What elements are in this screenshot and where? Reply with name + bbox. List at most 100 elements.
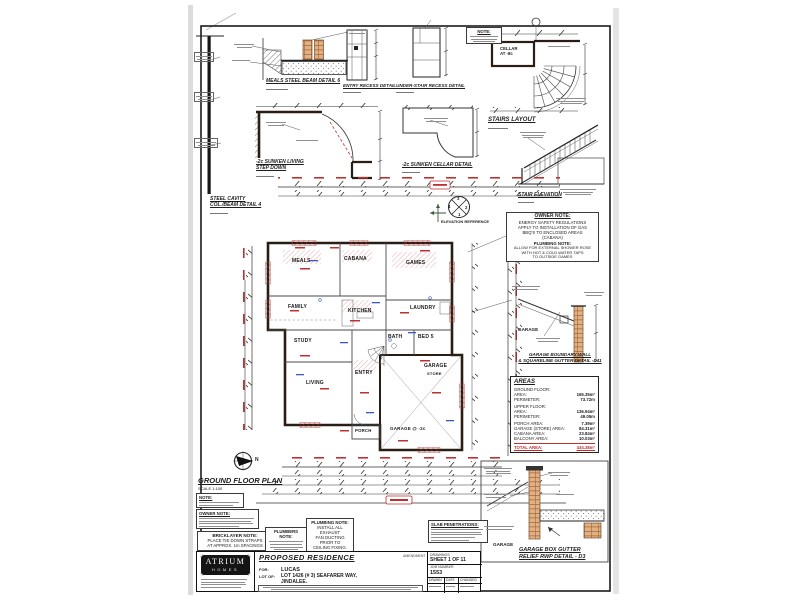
title-block-rule <box>427 564 482 565</box>
stairs-layout-title: STAIRS LAYOUT <box>488 117 536 123</box>
illegible-note-lines <box>268 540 304 551</box>
areas-label: AREA: <box>514 391 527 397</box>
elevation-ref-3: 3 <box>457 196 460 201</box>
illegible-note-lines <box>296 138 318 141</box>
plumbing-note-line: WITH HOT & COLD WATER TAPS <box>521 249 584 255</box>
steel-cavity-detail-title: STEEL CAVITY <box>210 196 246 202</box>
illegible-note-lines <box>199 517 256 528</box>
illegible-note-lines <box>234 42 254 48</box>
illegible-note-lines <box>232 58 250 61</box>
garage-gutter-title-2: RELIEF RWP DETAIL - D3 <box>519 554 586 560</box>
areas-value: 7.39m² <box>581 420 595 426</box>
illegible-note-lines <box>556 492 574 495</box>
garage-boundary-garage-label: GARAGE <box>518 327 539 332</box>
areas-title: AREAS <box>514 379 536 385</box>
plumbing-note-title: PLUMBING NOTE: <box>533 241 572 246</box>
illegible-note-lines <box>512 284 540 290</box>
areas-upper-heading: UPPER FLOOR: <box>514 403 546 409</box>
areas-value: 84.31m² <box>578 426 595 432</box>
garage-boundary-title: GARAGE BOUNDARY WALL <box>528 352 592 357</box>
owner-note-line: APPLY TO INSTALLATION OF GAS <box>517 224 587 230</box>
illegible-note-lines <box>199 501 241 506</box>
title-block-divider <box>427 552 428 591</box>
for-label: FOR: <box>259 567 269 572</box>
areas-label: PORCH AREA: <box>514 420 544 426</box>
illegible-note-lines <box>484 466 512 475</box>
illegible-note-lines <box>484 492 508 498</box>
room-label-bath: BATH <box>388 334 403 340</box>
entry-recess-detail-title: ENTRY RECESS DETAIL <box>343 83 397 88</box>
illegible-note-lines <box>484 524 514 530</box>
illegible-note-lines <box>469 35 499 43</box>
room-label-store: STORE <box>427 371 442 376</box>
title-block-divider <box>444 577 445 593</box>
areas-value: 136.94m² <box>576 408 595 414</box>
page-edge-left <box>188 5 193 595</box>
scale-note <box>396 91 414 93</box>
garage-boundary-title-2: & SQUARELINE GUTTER DETAIL -D11 <box>518 358 602 363</box>
title-block-rule <box>427 583 482 584</box>
room-label-living: LIVING <box>306 380 324 386</box>
plan-note-box: NOTE: <box>196 493 244 508</box>
plumbing-note-title: PLUMBING NOTE: <box>311 520 349 525</box>
areas-value: 23.84m² <box>578 431 595 437</box>
elevation-ref-2: 2 <box>465 205 468 210</box>
room-label-kitchen: KITCHEN <box>348 308 372 314</box>
owner-note-title: OWNER NOTE: <box>534 213 571 219</box>
plan-title: GROUND FLOOR PLAN <box>198 476 283 485</box>
under-stair-detail-title: UNDER-STAIR RECESS DETAIL <box>396 83 465 88</box>
slab-penetrations-box: SLAB PENETRATIONS: <box>428 520 488 544</box>
scale-note <box>518 201 534 203</box>
illegible-note-lines <box>429 584 443 587</box>
illegible-note-lines <box>584 290 604 296</box>
areas-total-label: TOTAL AREA: <box>514 445 543 451</box>
entry-recess-detail-linework <box>346 28 379 81</box>
elevation-ref-4: 4 <box>448 203 451 209</box>
floor-plan-linework <box>265 235 513 453</box>
plumbing-note-line: CEILING FIXING. <box>313 545 347 551</box>
areas-value: 73.72m <box>580 396 595 402</box>
north-arrow-icon <box>233 451 253 471</box>
sunken-cellar-linework <box>402 105 480 158</box>
room-label-garage-2c: GARAGE @ -2c <box>390 426 426 431</box>
room-label-cabana: CABANA <box>344 256 367 262</box>
areas-label: PERIMETER: <box>514 413 541 419</box>
job-number-label: JOB NUMBER <box>430 565 454 569</box>
col-changed-header: CHANGED <box>460 578 477 582</box>
fine-print-box <box>258 585 423 592</box>
illegible-note-lines <box>431 528 485 542</box>
plumbing-note-line: TO OUTSIDE GAMES <box>532 254 573 260</box>
col-date-header: DATE <box>446 578 455 582</box>
garage-gutter-title: GARAGE BOX GUTTER <box>519 547 581 553</box>
owner-note-line: (CABANA) <box>542 234 563 240</box>
logo-text-atrium: ATRIUM <box>205 557 246 566</box>
plan-scale: SCALE 1:100 <box>198 486 223 491</box>
cellar-level-label: AT -8c <box>500 51 513 56</box>
note-title: NOTE: <box>199 495 213 500</box>
illegible-note-lines <box>346 28 368 34</box>
title-block-divider <box>254 552 255 591</box>
room-label-garage: GARAGE <box>424 363 448 369</box>
elevation-ref-1: 1 <box>458 211 461 217</box>
owner-note-title: OWNER NOTE: <box>199 511 231 516</box>
room-label-entry: ENTRY <box>355 370 373 376</box>
owner-note-line: ENERGY SAFETY REGULATIONS <box>518 219 587 225</box>
scale-note <box>210 212 228 214</box>
room-label-study: STUDY <box>294 338 312 344</box>
room-label-family: FAMILY <box>288 304 308 310</box>
owner-note-plan-box: OWNER NOTE: ENERGY SAFETY REGULATIONS AP… <box>506 212 599 262</box>
owner-note-box: OWNER NOTE: <box>196 509 259 530</box>
slab-note-title: SLAB PENETRATIONS: <box>431 522 479 527</box>
areas-value: 10.03m² <box>578 436 595 442</box>
atrium-homes-logo: ATRIUM HOMES <box>200 554 251 576</box>
sunken-cellar-title: -2c SUNKEN CELLAR DETAIL <box>402 162 473 168</box>
room-label-meals: MEALS <box>292 258 311 264</box>
areas-ground-heading: GROUND FLOOR: <box>514 386 551 392</box>
illegible-note-lines <box>536 336 560 342</box>
areas-value: 49.05m <box>580 413 595 419</box>
page-edge-right <box>613 8 619 594</box>
note-title: NOTE: <box>477 29 491 34</box>
garage-gutter-garage-label: GARAGE <box>493 542 514 547</box>
elevation-reference-icon <box>430 196 470 222</box>
title-block: ATRIUM HOMES PROPOSED RESIDENCE FOR: LUC… <box>196 551 482 593</box>
